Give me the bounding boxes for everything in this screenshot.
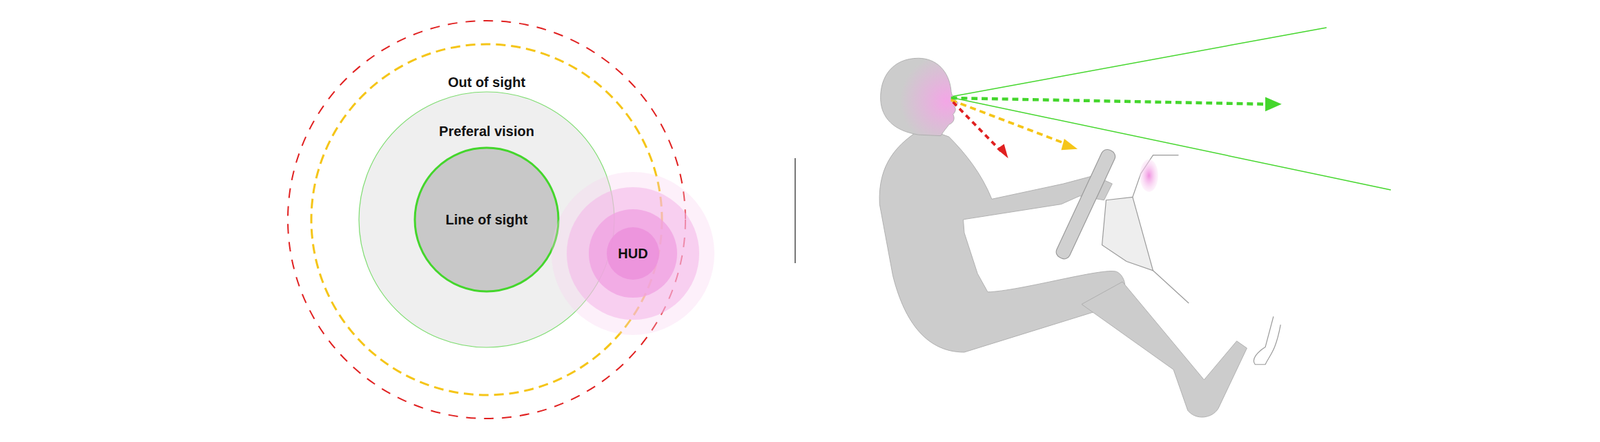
zone-label: HUD: [551, 245, 715, 262]
zone-label: Line of sight: [414, 211, 559, 228]
line-of-sight-arrow: [951, 98, 1266, 105]
zone-ring: [414, 147, 559, 292]
zone-label: Out of sight: [311, 74, 662, 91]
line-of-sight-zone: Line of sight: [414, 147, 559, 292]
zone-label: Preferal vision: [358, 123, 615, 140]
pedal: [1253, 316, 1281, 364]
view-cone-line: [949, 96, 1391, 190]
out-of-range-ring: [287, 20, 686, 419]
view-cone-line: [949, 27, 1327, 98]
zone-ring: [551, 171, 715, 335]
arrow-head: [1265, 96, 1282, 112]
driver-body: [879, 127, 1126, 353]
arrow-head: [996, 143, 1008, 159]
dashboard: [1102, 196, 1154, 270]
out-of-sight-arrow: [953, 102, 1001, 152]
hud-projection: [1139, 159, 1159, 192]
dashboard-edge: [1152, 270, 1189, 304]
peripheral-arrow: [951, 100, 1067, 145]
hud-zone: HUD: [551, 171, 715, 335]
divider: [794, 158, 796, 263]
driver-head: [880, 57, 959, 136]
driver-leg: [1081, 281, 1247, 417]
dashboard-edge: [1132, 155, 1179, 198]
driver-illustration: [879, 27, 1391, 417]
arrow-head: [1060, 138, 1078, 150]
